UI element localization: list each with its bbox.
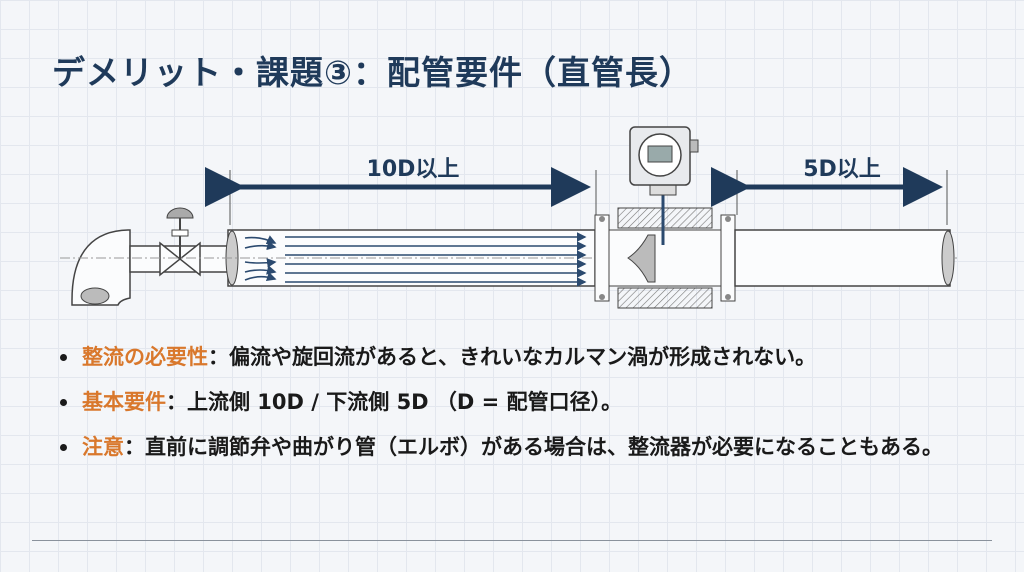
bullet-separator: ： — [124, 435, 145, 459]
downstream-dimension: 5D以上 — [711, 157, 948, 225]
piping-diagram: 10D以上 5D以上 — [60, 126, 960, 309]
vortex-flowmeter — [594, 126, 736, 309]
bullet-dot — [60, 444, 67, 451]
bullet-item: 注意：直前に調節弁や曲がり管（エルボ）がある場合は、整流器が必要になることもある… — [60, 430, 980, 465]
bullet-key: 基本要件 — [82, 390, 166, 414]
bullet-separator: ： — [166, 390, 187, 414]
downstream-length-label: 5D以上 — [803, 157, 881, 182]
bullet-separator: ： — [208, 345, 229, 369]
valve-icon — [159, 207, 201, 277]
bullet-key: 注意 — [82, 435, 124, 459]
bullet-text: 直前に調節弁や曲がり管（エルボ）がある場合は、整流器が必要になることもある。 — [145, 435, 943, 459]
flow-arrows — [244, 232, 587, 287]
bullet-key: 整流の必要性 — [82, 345, 208, 369]
elbow-pipe — [71, 229, 131, 306]
bullet-item: 基本要件：上流側 10D / 下流側 5D （D = 配管口径）。 — [60, 385, 980, 420]
bullet-item: 整流の必要性：偏流や旋回流があると、きれいなカルマン渦が形成されない。 — [60, 340, 980, 375]
divider — [32, 540, 992, 541]
bullet-dot — [60, 354, 67, 361]
downstream-pipe — [734, 229, 951, 287]
upstream-length-label: 10D以上 — [367, 157, 460, 182]
bullet-text: 偏流や旋回流があると、きれいなカルマン渦が形成されない。 — [229, 345, 817, 369]
bullet-text: 上流側 10D / 下流側 5D （D = 配管口径）。 — [187, 390, 623, 414]
bullet-list: 整流の必要性：偏流や旋回流があると、きれいなカルマン渦が形成されない。 基本要件… — [60, 340, 980, 475]
upstream-dimension: 10D以上 — [205, 157, 597, 225]
page-title: デメリット・課題③：配管要件（直管長） — [52, 53, 693, 92]
bullet-dot — [60, 399, 67, 406]
